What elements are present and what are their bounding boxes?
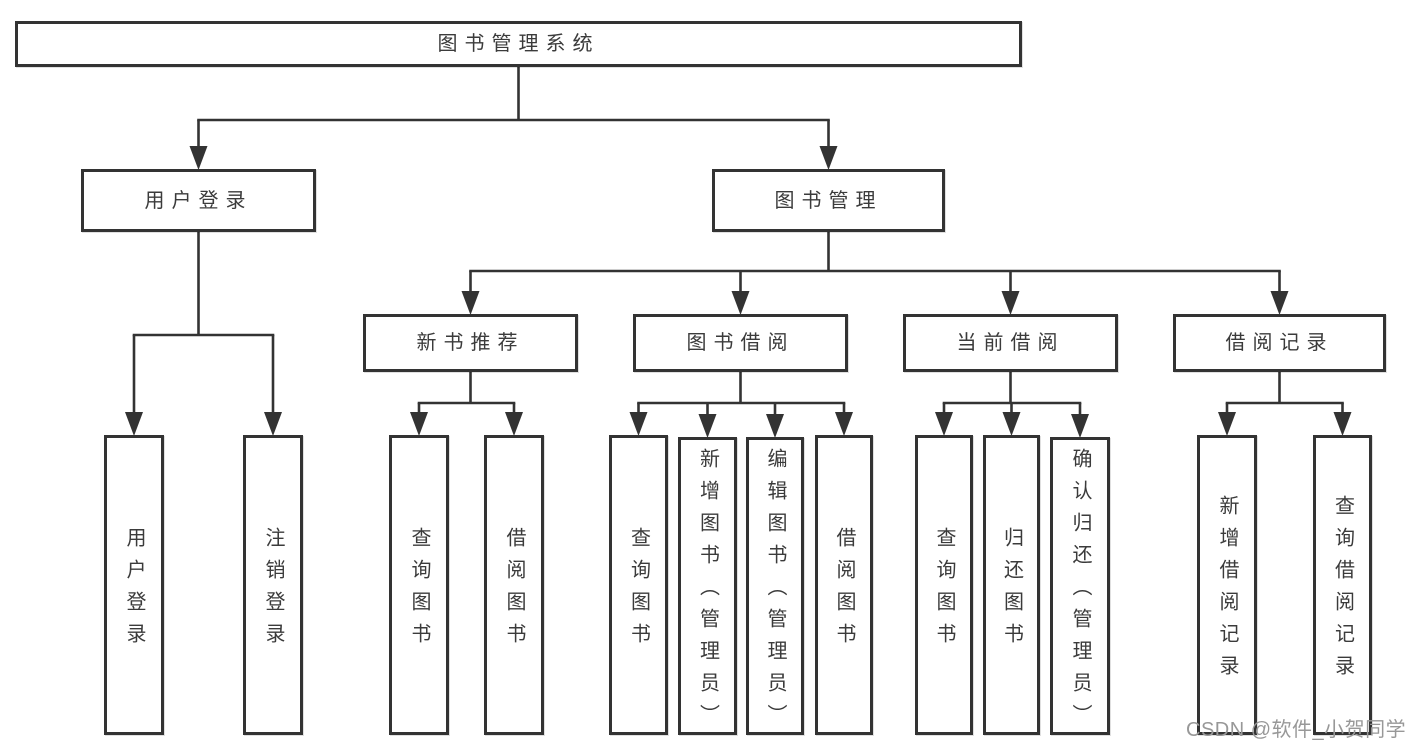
node-label-root: 图书管理系统 (437, 33, 600, 55)
node-label-leaf-logout: 注销登录 (262, 527, 284, 655)
node-leaf-query-books-borrowing: 查询图书 (609, 435, 668, 735)
node-label-leaf-borrow-books-borrowing: 借阅图书 (833, 527, 855, 655)
node-book-borrowing: 图书借阅 (633, 314, 848, 372)
node-current-borrowing: 当前借阅 (903, 314, 1118, 372)
node-leaf-confirm-return-admin: 确认归还（管理员） (1050, 437, 1110, 736)
node-label-new-book-recommend: 新书推荐 (416, 332, 525, 354)
node-leaf-borrow-books-recommend: 借阅图书 (484, 435, 544, 735)
node-label-book-borrowing: 图书借阅 (686, 332, 795, 354)
node-leaf-borrow-books-borrowing: 借阅图书 (815, 435, 873, 735)
node-label-leaf-edit-books-admin: 编辑图书（管理员） (764, 448, 786, 736)
node-label-leaf-query-borrow-record: 查询借阅记录 (1331, 495, 1354, 687)
node-user-login: 用户登录 (81, 169, 316, 232)
node-label-leaf-confirm-return-admin: 确认归还（管理员） (1069, 448, 1091, 736)
node-label-leaf-borrow-books-recommend: 借阅图书 (503, 527, 525, 655)
node-root: 图书管理系统 (15, 21, 1022, 67)
node-book-management: 图书管理 (712, 169, 945, 232)
node-leaf-query-books-recommend: 查询图书 (389, 435, 449, 735)
node-leaf-edit-books-admin: 编辑图书（管理员） (746, 437, 804, 736)
node-label-leaf-query-books-recommend: 查询图书 (408, 527, 430, 655)
node-label-leaf-add-borrow-record: 新增借阅记录 (1216, 495, 1238, 687)
node-leaf-user-login: 用户登录 (104, 435, 164, 735)
node-label-leaf-query-books-borrowing: 查询图书 (627, 527, 650, 655)
node-label-book-management: 图书管理 (774, 189, 883, 212)
node-leaf-return-books: 归还图书 (983, 435, 1040, 735)
node-label-leaf-return-books: 归还图书 (1000, 527, 1023, 655)
node-leaf-query-borrow-record: 查询借阅记录 (1313, 435, 1372, 735)
node-leaf-add-borrow-record: 新增借阅记录 (1197, 435, 1257, 735)
node-label-leaf-query-books-current: 查询图书 (933, 527, 955, 655)
node-borrow-records: 借阅记录 (1173, 314, 1386, 372)
node-label-user-login: 用户登录 (144, 189, 253, 212)
node-label-leaf-user-login: 用户登录 (123, 527, 145, 655)
node-label-leaf-add-books-admin: 新增图书（管理员） (696, 448, 719, 736)
node-label-borrow-records: 借阅记录 (1225, 332, 1334, 354)
node-leaf-add-books-admin: 新增图书（管理员） (678, 437, 737, 736)
node-leaf-query-books-current: 查询图书 (915, 435, 973, 735)
node-label-current-borrowing: 当前借阅 (956, 332, 1065, 354)
node-leaf-logout: 注销登录 (243, 435, 303, 735)
node-new-book-recommend: 新书推荐 (363, 314, 578, 372)
watermark-text: CSDN @软件_小贺同学 (1186, 719, 1405, 741)
